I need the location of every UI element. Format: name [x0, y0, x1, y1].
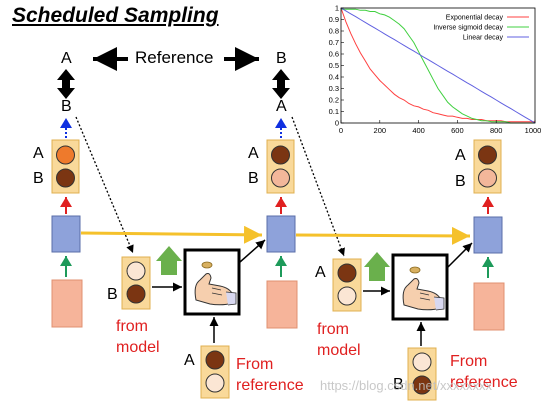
from-model-label-2: from model [317, 319, 361, 361]
y-tick-label: 1 [335, 4, 339, 13]
legend-label: Linear decay [463, 35, 504, 42]
state-arrow-2 [295, 226, 471, 245]
y-tick-label: 0.5 [329, 61, 339, 70]
y-tick-label: 0.2 [329, 96, 339, 105]
diagram-title: Scheduled Sampling [12, 4, 219, 27]
rnn-block-2 [266, 215, 296, 253]
y-tick-label: 0.3 [329, 84, 339, 93]
chart-series-2 [341, 8, 535, 124]
x-tick-label: 200 [374, 126, 387, 135]
from-model-line1: from [116, 318, 148, 335]
from-reference-line1: From [450, 353, 488, 370]
option-a-label-2: A [248, 145, 259, 162]
reference-token-letter-2: B [393, 376, 404, 393]
from-model-label-1: from model [116, 316, 160, 358]
state-arrow-1 [80, 225, 263, 244]
decay-chart: 0 200 400 600 800 1000 0 0.1 0.2 0.3 0.4 0.5 0.6 0.7 0… [329, 4, 542, 136]
coin-flip-box-2 [391, 253, 449, 321]
output-token-box-1 [51, 139, 80, 194]
option-b-label-3: B [455, 173, 466, 190]
sampling-arrow-icon-1 [156, 246, 182, 275]
x-tick-label: 800 [490, 126, 503, 135]
double-arrow-icon-middle [272, 69, 290, 99]
option-b-label-2: B [248, 170, 259, 187]
x-tick-label: 1000 [525, 126, 542, 135]
y-tick-label: 0.8 [329, 27, 339, 36]
reference-letter-middle: B [276, 50, 287, 67]
legend-label: Inverse sigmoid decay [433, 25, 503, 32]
option-b-label-1: B [33, 170, 44, 187]
y-tick-label: 0.1 [329, 107, 339, 116]
from-model-line1: from [317, 321, 349, 338]
input-block-1 [51, 279, 83, 328]
output-token-box-2 [266, 139, 295, 194]
rnn-block-1 [51, 215, 81, 253]
model-token-box-2 [332, 258, 362, 312]
reference-label: Reference [135, 48, 214, 67]
y-tick-label: 0 [335, 119, 339, 128]
from-reference-label-2: From reference [450, 351, 518, 393]
double-arrow-icon-left [57, 69, 75, 99]
y-tick-label: 0.7 [329, 38, 339, 47]
chart-series-3 [340, 7, 536, 124]
option-a-label-1: A [33, 145, 44, 162]
target-letter-middle: A [276, 98, 287, 115]
model-token-letter-2: A [315, 264, 326, 281]
output-token-box-3 [473, 139, 502, 194]
reference-token-box-2 [407, 347, 437, 401]
input-block-2 [266, 280, 298, 329]
x-tick-label: 0 [339, 126, 343, 135]
rnn-block-3 [473, 216, 503, 254]
model-token-letter-1: B [107, 286, 118, 303]
reference-token-letter-1: A [184, 352, 195, 369]
x-tick-label: 400 [412, 126, 425, 135]
sampling-arrow-icon-2 [364, 252, 390, 281]
from-model-line2: model [116, 339, 160, 356]
arrow-coin-to-rnn-1 [239, 239, 266, 263]
coin-flip-box-1 [183, 248, 241, 316]
target-letter-left: B [61, 98, 72, 115]
dotted-black-arrow-middle [291, 116, 345, 257]
x-tick-label: 600 [451, 126, 464, 135]
option-a-label-3: A [455, 147, 466, 164]
reference-token-box-1 [200, 345, 230, 399]
reference-letter-left: A [61, 50, 72, 67]
legend-label: Exponential decay [446, 15, 504, 22]
input-block-3 [473, 282, 505, 331]
arrow-coin-to-rnn-2 [447, 242, 473, 268]
from-reference-label-1: From reference [236, 354, 304, 396]
y-tick-label: 0.9 [329, 15, 339, 24]
y-tick-label: 0.4 [329, 73, 339, 82]
y-tick-label: 0.6 [329, 50, 339, 59]
from-reference-line2: reference [450, 374, 518, 391]
from-reference-line1: From [236, 356, 274, 373]
watermark: https://blog.csdn.net/xxxxxxxx [320, 378, 492, 393]
dotted-black-arrow-left [75, 116, 134, 254]
from-model-line2: model [317, 342, 361, 359]
model-token-box-1 [121, 256, 151, 310]
chart-series-1 [340, 7, 535, 123]
from-reference-line2: reference [236, 377, 304, 394]
